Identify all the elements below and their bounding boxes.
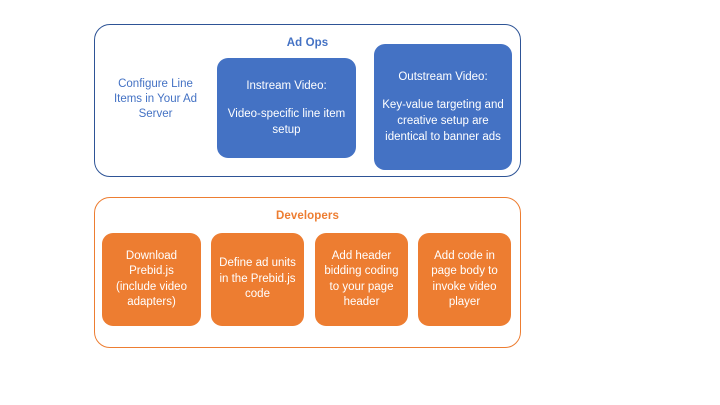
box-instream-video-body: Video-specific line item setup	[227, 108, 346, 136]
box-outstream-video: Outstream Video: Key-value targeting and…	[374, 44, 512, 170]
box-define-ad-units: Define ad units in the Prebid.js code	[211, 233, 304, 326]
group-title-ad-ops: Ad Ops	[286, 37, 329, 49]
box-outstream-video-heading: Outstream Video:	[398, 71, 488, 83]
text-configure-line-items: Configure Line Items in Your Ad Server	[113, 77, 198, 120]
box-add-header-bidding: Add header bidding coding to your page h…	[315, 233, 408, 326]
box-instream-video-heading: Instream Video:	[246, 80, 327, 92]
group-title-developers: Developers	[275, 210, 339, 222]
box-add-page-body-code: Add code in page body to invoke video pl…	[418, 233, 511, 326]
box-download-prebid: Download Prebid.js (include video adapte…	[102, 233, 201, 326]
box-outstream-video-body: Key-value targeting and creative setup a…	[382, 99, 504, 143]
box-instream-video: Instream Video: Video-specific line item…	[217, 58, 356, 158]
